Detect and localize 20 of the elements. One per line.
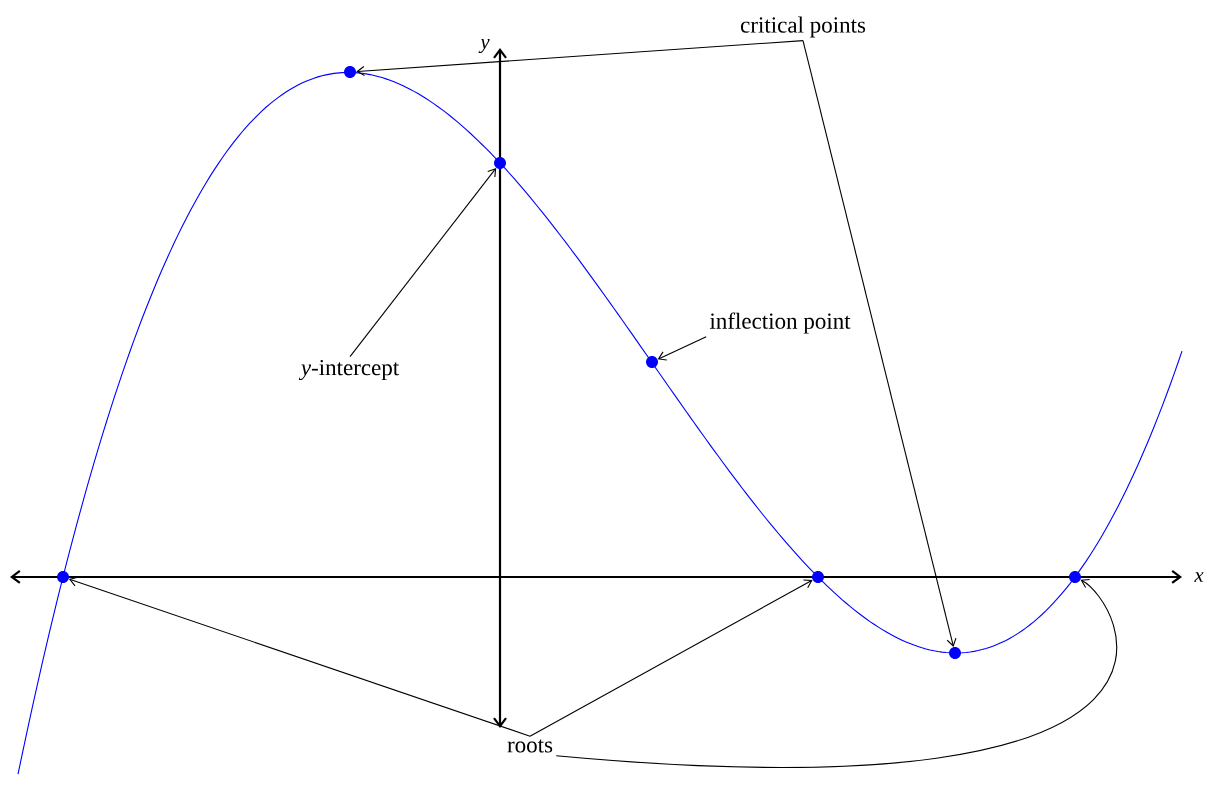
point-marker	[344, 66, 356, 78]
point-marker	[812, 571, 824, 583]
leader-line	[657, 336, 707, 361]
point-marker	[494, 157, 506, 169]
leader-line	[356, 40, 804, 77]
point-marker	[949, 647, 961, 659]
annotation-label: y-intercept	[298, 359, 400, 381]
leader-line	[802, 40, 957, 647]
axis-label: x	[1194, 572, 1204, 582]
leader-line	[555, 578, 1118, 767]
annotation-label: inflection point	[709, 312, 851, 334]
axis-label: y	[478, 38, 490, 54]
point-marker	[57, 571, 69, 583]
annotation-label: roots	[507, 739, 553, 753]
annotation-label: critical points	[740, 16, 866, 38]
leader-line	[349, 167, 497, 358]
point-marker	[1069, 571, 1081, 583]
leader-line	[529, 579, 813, 737]
leader-line	[68, 576, 531, 737]
point-marker	[646, 356, 658, 368]
